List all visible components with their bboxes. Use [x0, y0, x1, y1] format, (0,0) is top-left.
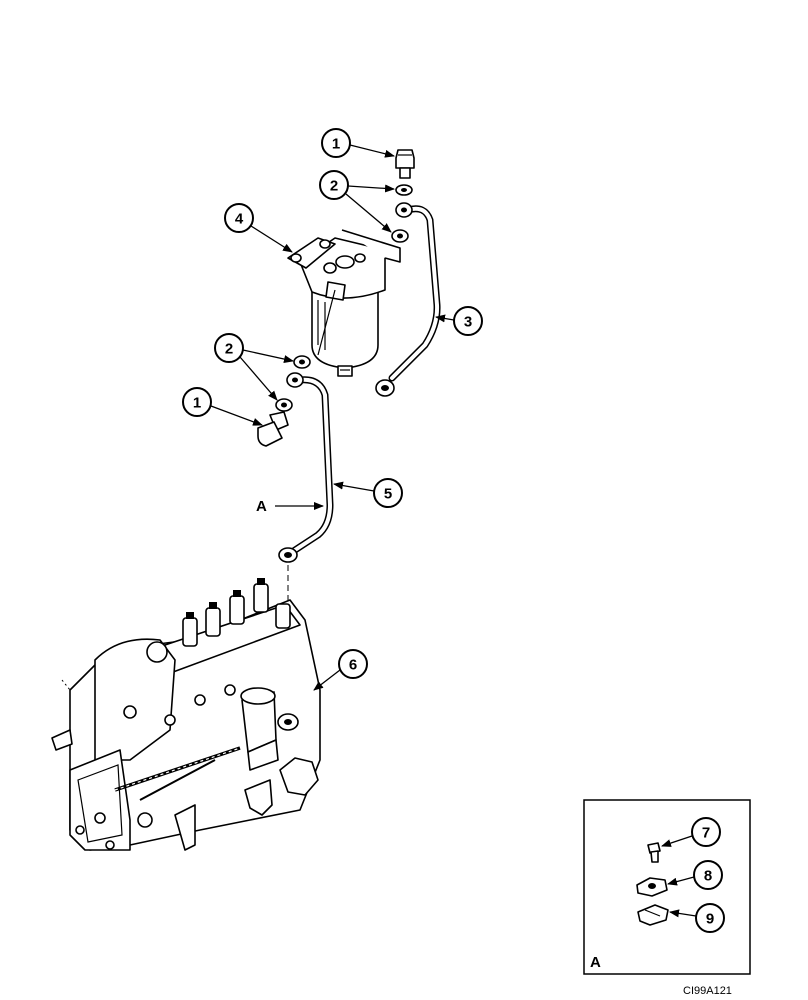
callout-2-mid: 2	[214, 333, 294, 401]
priming-pump	[240, 687, 279, 771]
svg-text:1: 1	[193, 395, 201, 412]
svg-text:A: A	[256, 498, 267, 515]
section-a-label: A	[256, 498, 324, 515]
screw-part-7	[647, 842, 661, 863]
callout-6: 6	[313, 649, 368, 691]
svg-text:A: A	[590, 954, 601, 971]
reference-code: CI99A121	[683, 985, 732, 997]
svg-text:5: 5	[384, 486, 392, 503]
callout-1-top: 1	[321, 128, 395, 158]
svg-text:6: 6	[349, 657, 357, 674]
banjo-bolt-top	[395, 149, 415, 179]
svg-text:8: 8	[704, 868, 712, 885]
clip-part-9	[637, 904, 669, 926]
svg-text:4: 4	[235, 211, 244, 228]
fuel-pipe-3	[375, 202, 441, 397]
fuel-injection-pump	[51, 578, 321, 851]
detail-box-a: A 7 8 9	[583, 799, 751, 975]
fuel-filter-assembly	[287, 229, 401, 377]
callout-5: 5	[333, 478, 403, 508]
pump-outlets	[182, 578, 291, 647]
svg-text:2: 2	[225, 341, 233, 358]
svg-text:2: 2	[330, 178, 338, 195]
callout-3: 3	[435, 306, 483, 336]
svg-text:7: 7	[702, 825, 710, 842]
svg-text:3: 3	[464, 314, 472, 331]
callout-1-mid: 1	[182, 387, 263, 426]
svg-text:9: 9	[706, 911, 714, 928]
banjo-bolt-mid	[257, 411, 289, 447]
svg-text:1: 1	[332, 136, 340, 153]
clamp-part-8	[636, 877, 668, 897]
callout-4: 4	[224, 203, 293, 253]
callout-2-top: 2	[319, 170, 395, 233]
